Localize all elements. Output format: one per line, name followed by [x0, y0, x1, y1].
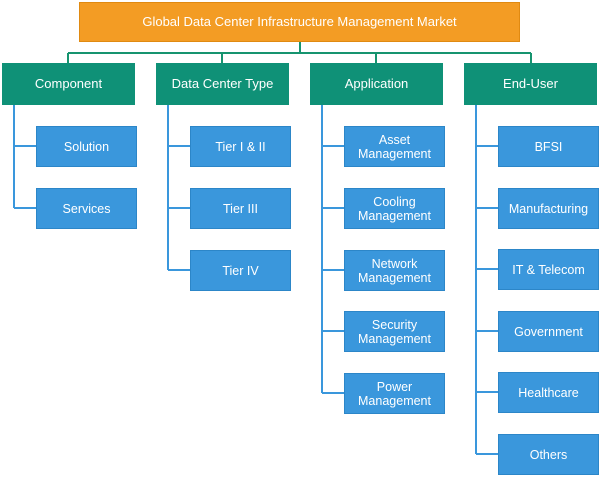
- leaf-security-management: Security Management: [344, 311, 445, 352]
- leaf-label: Manufacturing: [508, 201, 589, 216]
- category-application: Application: [310, 63, 443, 105]
- leaf-label: Others: [529, 447, 568, 462]
- leaf-tier-iv: Tier IV: [190, 250, 291, 291]
- leaf-label: Tier IV: [222, 263, 259, 278]
- leaf-label: Healthcare: [518, 385, 579, 400]
- category-label: Application: [344, 76, 409, 91]
- leaf-services: Services: [36, 188, 137, 229]
- leaf-label: BFSI: [534, 139, 563, 154]
- root-title: Global Data Center Infrastructure Manage…: [142, 14, 457, 29]
- leaf-label: Power Management: [358, 379, 431, 408]
- root-title-box: Global Data Center Infrastructure Manage…: [79, 2, 520, 42]
- leaf-label: Tier III: [223, 201, 258, 216]
- category-label: Data Center Type: [171, 76, 274, 91]
- leaf-label: Cooling Management: [358, 194, 431, 223]
- leaf-it-telecom: IT & Telecom: [498, 249, 599, 290]
- leaf-healthcare: Healthcare: [498, 372, 599, 413]
- category-component: Component: [2, 63, 135, 105]
- category-label: End-User: [503, 76, 558, 91]
- leaf-government: Government: [498, 311, 599, 352]
- leaf-cooling-management: Cooling Management: [344, 188, 445, 229]
- leaf-power-management: Power Management: [344, 373, 445, 414]
- leaf-others: Others: [498, 434, 599, 475]
- leaf-label: Solution: [63, 139, 110, 154]
- leaf-label: Services: [62, 201, 111, 216]
- leaf-label: Tier I & II: [215, 139, 266, 154]
- leaf-solution: Solution: [36, 126, 137, 167]
- leaf-label: Government: [514, 324, 583, 339]
- leaf-manufacturing: Manufacturing: [498, 188, 599, 229]
- leaf-label: Security Management: [358, 317, 431, 346]
- category-label: Component: [34, 76, 103, 91]
- leaf-tier-iii: Tier III: [190, 188, 291, 229]
- leaf-tier-i-ii: Tier I & II: [190, 126, 291, 167]
- leaf-label: IT & Telecom: [512, 262, 585, 277]
- leaf-label: Asset Management: [358, 132, 431, 161]
- leaf-asset-management: Asset Management: [344, 126, 445, 167]
- leaf-bfsi: BFSI: [498, 126, 599, 167]
- leaf-label: Network Management: [358, 256, 431, 285]
- category-data-center-type: Data Center Type: [156, 63, 289, 105]
- leaf-network-management: Network Management: [344, 250, 445, 291]
- category-end-user: End-User: [464, 63, 597, 105]
